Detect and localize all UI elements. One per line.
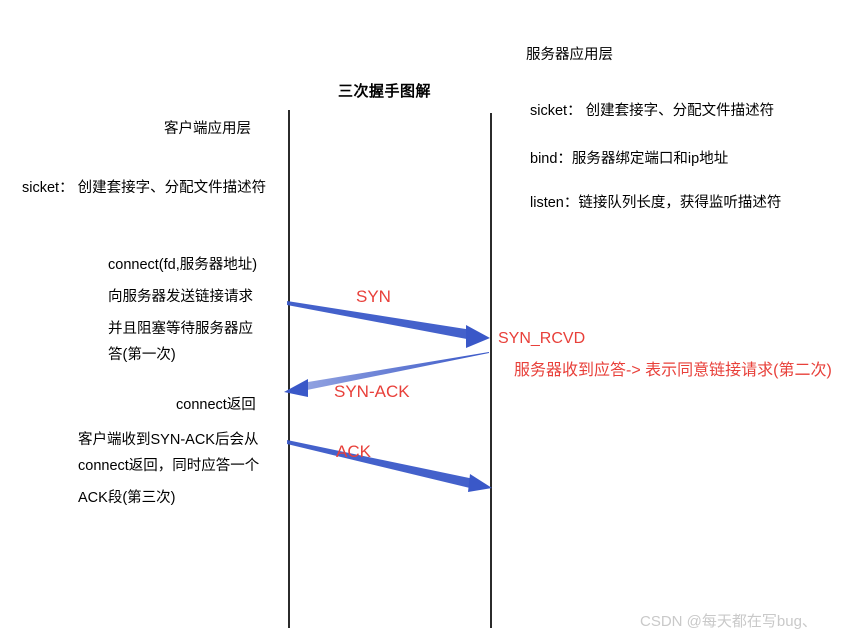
client-connect-line-1: connect(fd,服务器地址) — [108, 257, 258, 273]
arrow-label-ack: ACK — [336, 442, 371, 461]
arrow-label-syn: SYN — [356, 287, 391, 306]
client-connect-line-3: 并且阻塞等待服务器应 — [108, 321, 253, 337]
arrow-label-syn-ack: SYN-ACK — [334, 382, 410, 401]
server-socket-text: sicket： 创建套接字、分配文件描述符 — [530, 103, 775, 119]
client-connect-line-4: 答(第一次) — [108, 347, 176, 363]
client-return-line-1: 客户端收到SYN-ACK后会从 — [78, 432, 259, 448]
server-lane-label: 服务器应用层 — [526, 47, 613, 63]
server-state-label: SYN_RCVD — [498, 330, 586, 347]
server-lifeline — [490, 113, 492, 628]
page-title: 三次握手图解 — [338, 83, 432, 100]
client-return-line-3: ACK段(第三次) — [78, 490, 176, 506]
client-connect-line-2: 向服务器发送链接请求 — [108, 289, 253, 305]
server-listen-text: listen：链接队列长度，获得监听描述符 — [530, 195, 782, 211]
server-state-note: 服务器收到应答-> 表示同意链接请求(第二次) — [514, 362, 832, 379]
client-socket-text: sicket： 创建套接字、分配文件描述符 — [22, 180, 267, 196]
client-connect-return-label: connect返回 — [176, 397, 256, 413]
arrow-ack — [287, 440, 492, 492]
csdn-watermark: CSDN @每天都在写bug、 — [640, 613, 817, 630]
client-lane-label: 客户端应用层 — [164, 121, 251, 137]
client-return-line-2: connect返回，同时应答一个 — [78, 458, 260, 474]
server-bind-text: bind：服务器绑定端口和ip地址 — [530, 151, 729, 167]
client-lifeline — [288, 110, 290, 628]
arrow-syn — [287, 301, 490, 348]
